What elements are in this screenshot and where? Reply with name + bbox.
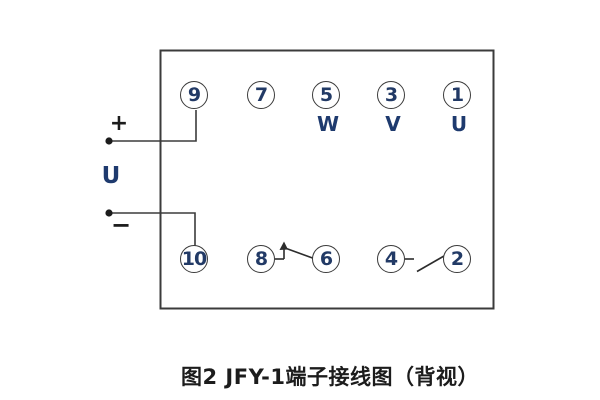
- contact-2-blade: [416, 255, 445, 273]
- terminal-5: 5: [312, 81, 340, 109]
- terminal-3: 3: [377, 81, 405, 109]
- terminal-10: 10: [180, 245, 208, 273]
- terminal-7: 7: [247, 81, 275, 109]
- contact-4-2: [405, 255, 445, 273]
- figure-caption: 图2 JFY-1端子接线图（背视）: [180, 365, 480, 389]
- phase-label-w: W: [316, 112, 340, 136]
- terminal-4: 4: [377, 245, 405, 273]
- junction-dot-positive: [105, 137, 113, 145]
- terminal-6: 6: [312, 245, 340, 273]
- contact-8-6: [275, 241, 313, 260]
- contact-6-blade: [284, 247, 313, 259]
- terminal-9: 9: [180, 81, 208, 109]
- junction-dot-negative: [105, 209, 113, 217]
- wire-positive-to-terminal-9: [109, 110, 197, 142]
- phase-label-u: U: [450, 112, 468, 136]
- terminal-8: 8: [247, 245, 275, 273]
- negative-sign: −: [111, 211, 132, 239]
- terminal-1: 1: [443, 81, 471, 109]
- voltage-label: U: [101, 163, 121, 189]
- terminal-2: 2: [443, 245, 471, 273]
- positive-sign: +: [109, 111, 129, 136]
- phase-label-v: V: [385, 112, 401, 136]
- wire-negative-to-terminal-10: [109, 212, 196, 246]
- relay-outline: [159, 49, 495, 310]
